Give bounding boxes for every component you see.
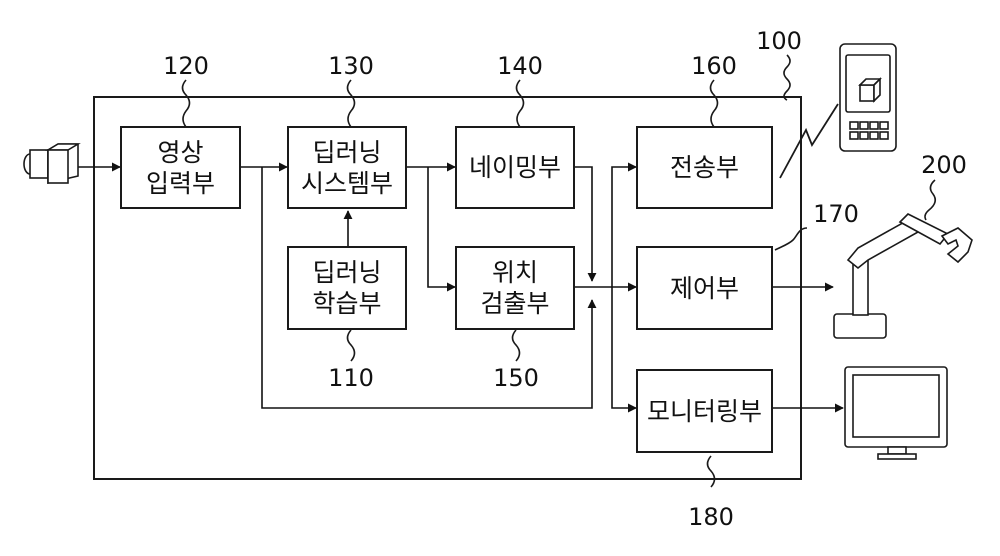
ref-170: 170 bbox=[813, 200, 859, 228]
ref-100: 100 bbox=[756, 27, 802, 55]
ref-130: 130 bbox=[328, 52, 374, 80]
image-input-label-2: 입력부 bbox=[146, 168, 215, 199]
control-label: 제어부 bbox=[670, 273, 739, 304]
dl-learning-label-1: 딥러닝 bbox=[312, 257, 381, 288]
mobile-phone-icon bbox=[840, 44, 896, 151]
image-input-block: 영상 입력부 bbox=[120, 126, 241, 209]
dl-learning-label-2: 학습부 bbox=[312, 288, 381, 319]
image-input-label-1: 영상 bbox=[157, 137, 203, 168]
deep-learning-training-block: 딥러닝 학습부 bbox=[287, 246, 407, 330]
position-detection-block: 위치 검출부 bbox=[455, 246, 575, 330]
control-block: 제어부 bbox=[636, 246, 773, 330]
naming-label: 네이밍부 bbox=[469, 152, 561, 183]
ref-140: 140 bbox=[497, 52, 543, 80]
dl-system-label-1: 딥러닝 bbox=[312, 137, 381, 168]
deep-learning-system-block: 딥러닝 시스템부 bbox=[287, 126, 407, 209]
monitoring-block: 모니터링부 bbox=[636, 369, 773, 453]
position-detect-label-2: 검출부 bbox=[480, 288, 549, 319]
ref-200: 200 bbox=[921, 151, 967, 179]
robot-arm-icon bbox=[834, 214, 972, 338]
camera-icon bbox=[24, 144, 78, 183]
wireless-signal-icon bbox=[780, 104, 838, 178]
ref-110: 110 bbox=[328, 364, 374, 392]
transmit-label: 전송부 bbox=[670, 152, 739, 183]
ref-160: 160 bbox=[691, 52, 737, 80]
transmission-block: 전송부 bbox=[636, 126, 773, 209]
ref-180: 180 bbox=[688, 503, 734, 531]
monitoring-label: 모니터링부 bbox=[647, 396, 762, 427]
dl-system-label-2: 시스템부 bbox=[301, 168, 393, 199]
ref-150: 150 bbox=[493, 364, 539, 392]
position-detect-label-1: 위치 bbox=[492, 257, 538, 288]
naming-block: 네이밍부 bbox=[455, 126, 575, 209]
ref-120: 120 bbox=[163, 52, 209, 80]
monitor-icon bbox=[845, 367, 947, 459]
